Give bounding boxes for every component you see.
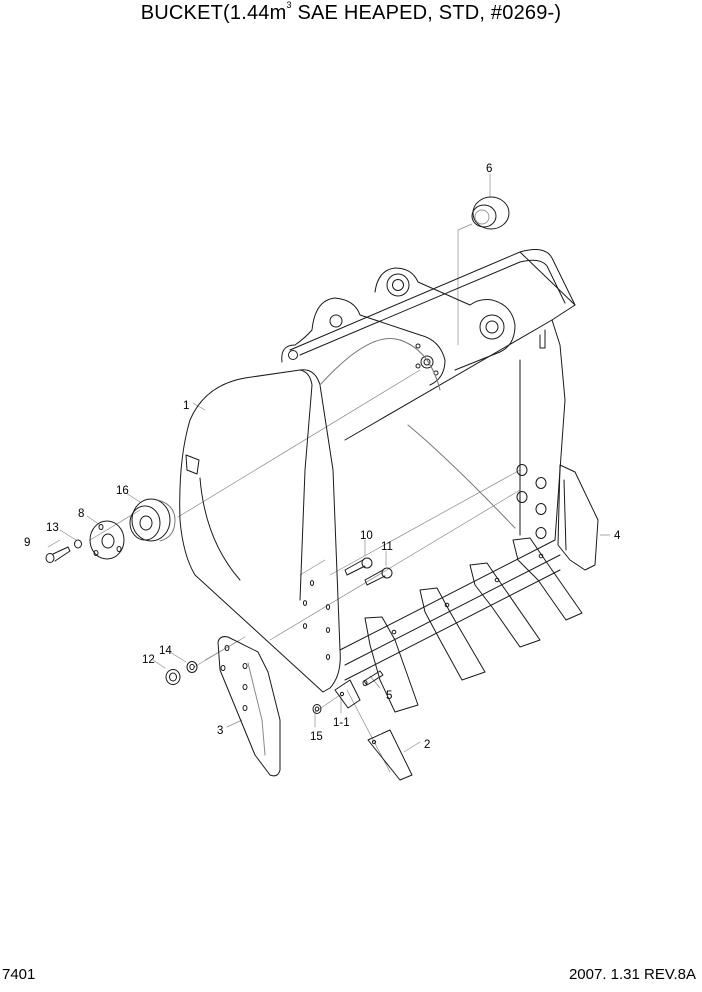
callout-15: 15 (310, 731, 323, 743)
callout-12: 12 (142, 654, 155, 666)
callout-16: 16 (116, 485, 129, 497)
bushing-6 (471, 196, 510, 230)
callout-1-1: 1-1 (333, 717, 350, 729)
pin-5 (362, 670, 384, 686)
bucket-body (179, 249, 576, 693)
leader-lines (47, 173, 611, 773)
callout-4: 4 (614, 530, 621, 542)
diagram-title: BUCKET(1.44m3 SAE HEAPED, STD, #0269-) (0, 0, 702, 25)
callout-8: 8 (78, 508, 85, 520)
title-prefix: BUCKET(1.44m (140, 2, 287, 24)
boss-16 (129, 498, 176, 542)
bolt-10 (344, 557, 373, 576)
page-code: 7401 (2, 966, 36, 983)
title-suffix: SAE HEAPED, STD, #0269-) (291, 2, 562, 24)
nut-12 (165, 669, 181, 685)
callout-10: 10 (360, 530, 373, 542)
callout-5: 5 (386, 690, 393, 702)
washer-13 (74, 539, 82, 549)
side-holes (302, 580, 331, 660)
bolt-9 (45, 546, 71, 563)
title-superscript: 3 (286, 0, 292, 10)
washer-14 (186, 661, 198, 673)
callout-9: 9 (24, 537, 31, 549)
bucket-teeth (364, 537, 583, 713)
callout-6: 6 (486, 163, 493, 175)
callout-13: 13 (46, 522, 59, 534)
side-cutter-bolts (516, 464, 547, 539)
callout-11: 11 (381, 541, 393, 553)
callout-14: 14 (159, 645, 172, 657)
bolt-11 (364, 567, 393, 586)
callout-1: 1 (183, 400, 190, 412)
nut-15 (312, 704, 322, 714)
side-cutter-3 (217, 636, 281, 777)
revision-date: 2007. 1.31 REV.8A (568, 966, 696, 983)
callout-3: 3 (217, 725, 224, 737)
adapter-1-1 (334, 679, 361, 709)
tooth-2 (367, 729, 413, 781)
plate-8 (89, 520, 125, 560)
side-cutter-4 (557, 464, 599, 571)
callout-2: 2 (424, 739, 431, 751)
